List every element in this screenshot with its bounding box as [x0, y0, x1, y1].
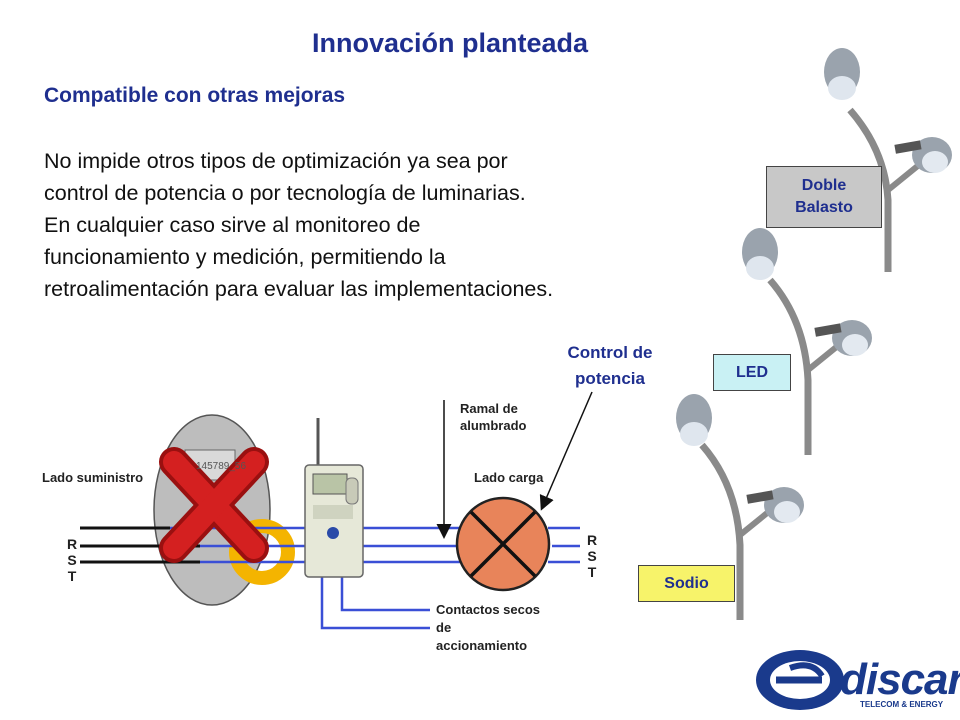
discar-logo-tagline: TELECOM & ENERGY [860, 700, 944, 709]
tag-doble-line2: Balasto [795, 199, 853, 216]
tag-led: LED [713, 354, 791, 391]
contact-wires [320, 572, 430, 630]
control-arrow [539, 391, 593, 511]
discar-logo-word: discar [840, 655, 960, 704]
body-paragraph-1: No impide otros tipos de optimización ya… [44, 149, 526, 205]
rst-left-r: R [66, 536, 78, 552]
tag-doble-line1: Doble [801, 177, 847, 194]
tag-sodio: Sodio [638, 565, 735, 602]
rst-right-r: R [586, 532, 598, 548]
street-lamp-doble [824, 48, 952, 272]
rst-right-t: T [587, 564, 597, 580]
rst-left-s: S [67, 552, 77, 568]
meter-serial-text: 145789_56 [196, 461, 247, 472]
load-lamp-symbol [455, 496, 551, 592]
rejected-cross-mark [159, 447, 269, 563]
control-label-line2: potencia [575, 369, 645, 388]
control-label-line1: Control de [567, 343, 653, 362]
discar-logo-emblem [756, 650, 844, 710]
body-paragraph-2: En cualquier caso sirve al monitoreo de … [44, 213, 554, 301]
tag-doble-balasto: Doble Balasto [766, 166, 882, 228]
slide-title: Innovación planteada [311, 28, 589, 58]
contactos-label: Contactos secos de accionamiento [436, 601, 566, 655]
contactos-line3: accionamiento [436, 638, 528, 653]
contactos-line2: de [436, 620, 452, 635]
lado-suministro-label: Lado suministro [42, 470, 144, 485]
smart-meter [304, 418, 364, 578]
control-de-potencia-label: Control de potencia [530, 340, 690, 392]
contactos-line1: Contactos secos [436, 602, 541, 617]
rst-right-s: S [587, 548, 597, 564]
ramal-line1: Ramal de [460, 401, 518, 416]
slide-subtitle: Compatible con otras mejoras [44, 84, 346, 107]
lado-carga-label: Lado carga [474, 470, 544, 485]
rst-right-labels: R S T [586, 532, 598, 580]
street-lamp-sodio [676, 394, 804, 620]
rst-left-labels: R S T [66, 536, 78, 584]
slide-body: No impide otros tipos de optimización ya… [44, 145, 564, 305]
street-lamp-led [742, 228, 872, 455]
ramal-label: Ramal de alumbrado [460, 400, 560, 434]
rst-left-t: T [67, 568, 77, 584]
ramal-line2: alumbrado [460, 418, 527, 433]
current-clamp-ring [229, 519, 295, 585]
